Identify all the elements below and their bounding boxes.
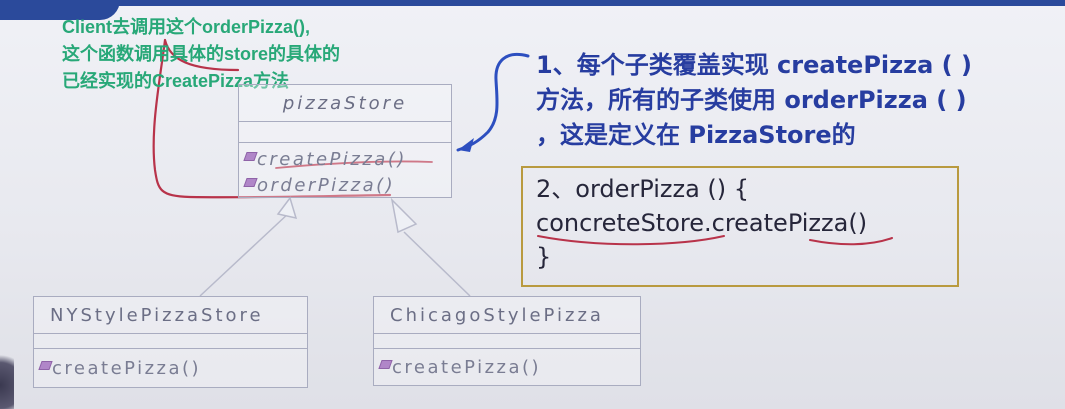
code-line: concreteStore.createPizza() [536, 209, 868, 237]
class-attributes [34, 334, 307, 349]
operation-label: createPizza() [52, 358, 202, 379]
description-line: 方法，所有的子类使用 orderPizza ( ) [536, 86, 967, 114]
operation-create-pizza: createPizza() [378, 355, 640, 381]
class-operations: createPizza() orderPizza() [239, 143, 451, 199]
method-icon [378, 360, 393, 369]
annotation-arrowhead [458, 138, 474, 152]
inheritance-triangle-ny [276, 196, 298, 220]
operation-order-pizza: orderPizza() [243, 173, 451, 199]
operation-create-pizza: createPizza() [38, 356, 307, 382]
method-icon [243, 178, 258, 187]
class-pizza-store: pizzaStore createPizza() orderPizza() [238, 84, 452, 198]
annotation-loop [152, 38, 392, 199]
description-line: 1、每个子类覆盖实现 createPizza ( ) [536, 51, 972, 79]
code-line: 2、orderPizza () { [536, 175, 750, 203]
class-name: ChicagoStylePizza [374, 297, 640, 334]
operation-label: orderPizza() [257, 175, 396, 196]
annotation-note: Client去调用这个orderPizza(), 这个函数调用具体的store的… [62, 14, 340, 95]
class-name: pizzaStore [239, 85, 451, 122]
inheritance-line-ny [199, 211, 291, 297]
annotation-underline-concrete [537, 235, 725, 246]
operation-label: createPizza() [257, 149, 407, 170]
slide-corner-decoration [0, 0, 120, 20]
note-line: 已经实现的CreatePizza方法 [62, 71, 290, 91]
method-icon [243, 152, 258, 161]
description-line: ，这是定义在 PizzaStore的 [536, 121, 856, 149]
class-chicago-style-pizza: ChicagoStylePizza createPizza() [373, 296, 641, 386]
annotation-underline-createpizza [809, 237, 893, 246]
class-operations: createPizza() [374, 349, 640, 381]
code-box [521, 166, 959, 287]
class-name: NYStylePizzaStore [34, 297, 307, 334]
operation-label: createPizza() [392, 357, 542, 378]
class-operations: createPizza() [34, 349, 307, 382]
annotation-underline-create [275, 160, 433, 169]
method-icon [38, 361, 53, 370]
code-line: } [536, 243, 552, 271]
class-attributes [374, 334, 640, 349]
code-block: 2、orderPizza () { concreteStore.createPi… [536, 172, 946, 274]
description-text: 1、每个子类覆盖实现 createPizza ( ) 方法，所有的子类使用 or… [536, 48, 1056, 153]
class-ny-style-pizza-store: NYStylePizzaStore createPizza() [33, 296, 308, 388]
operation-create-pizza: createPizza() [243, 147, 451, 173]
slide-top-bar [0, 0, 1065, 6]
inheritance-triangle-chicago [390, 197, 418, 234]
class-attributes [239, 122, 451, 143]
note-line: Client去调用这个orderPizza(), [62, 17, 311, 37]
presenter-shadow [0, 350, 14, 409]
annotation-arrow [456, 53, 530, 152]
inheritance-line-chicago [403, 231, 471, 297]
note-line: 这个函数调用具体的store的具体的 [62, 44, 341, 64]
